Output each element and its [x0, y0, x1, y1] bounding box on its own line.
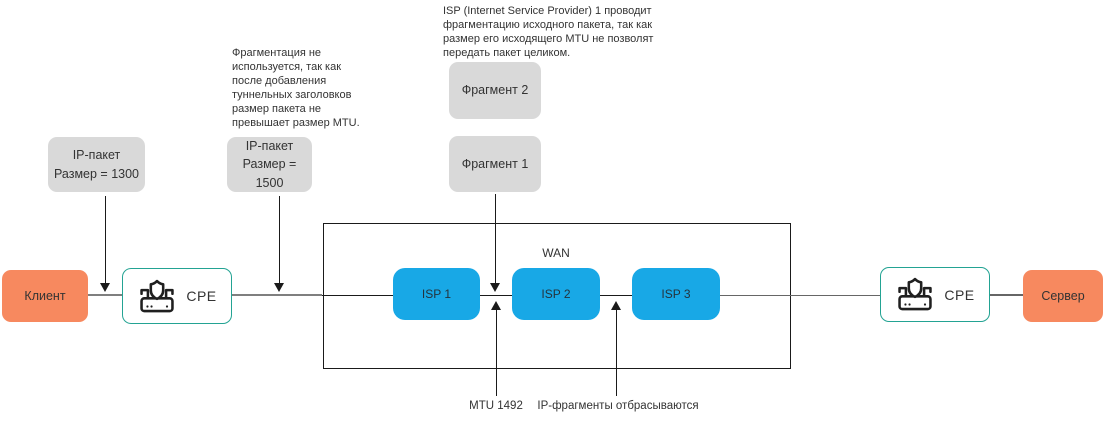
link-isp3-cpe	[720, 294, 880, 296]
link-wan-isp1	[322, 294, 393, 296]
mtu-label: MTU 1492	[469, 400, 523, 412]
annotation-no-fragmentation: Фрагментация не используется, так как по…	[232, 47, 360, 130]
fragments-dropped-label: IP-фрагменты отбрасываются	[537, 400, 699, 412]
isp-1-node: ISP 1	[393, 268, 480, 320]
arrow-line-mtu	[495, 310, 497, 396]
link-cpe-wan	[230, 294, 322, 296]
ip-packet-1300-box: IP-пакет Размер = 1300	[48, 137, 145, 192]
link-isp1-isp2	[480, 294, 512, 296]
fragment-2-box: Фрагмент 2	[449, 62, 541, 119]
arrow-line-packet-1500	[278, 196, 280, 283]
cpe-right-node: CPE	[880, 267, 990, 322]
link-isp2-isp3	[600, 294, 632, 296]
arrowhead-up-fragments-dropped	[611, 301, 621, 310]
wan-label: WAN	[542, 246, 570, 260]
wan-boundary	[323, 223, 791, 369]
isp-2-node: ISP 2	[512, 268, 600, 320]
arrow-line-fragments-dropped	[615, 310, 617, 396]
arrow-line-packet-1300	[104, 196, 106, 283]
cpe-router-icon	[137, 278, 177, 315]
server-node: Сервер	[1023, 270, 1103, 322]
arrowhead-down-packet-1500	[274, 283, 284, 292]
cpe-right-label: CPE	[944, 286, 975, 303]
cpe-left-label: CPE	[186, 288, 217, 304]
annotation-isp-fragmentation: ISP (Internet Service Provider) 1 провод…	[443, 5, 654, 60]
link-client-cpe	[88, 294, 122, 296]
ip-packet-1500-box: IP-пакет Размер = 1500	[227, 137, 312, 192]
arrowhead-down-packet-1300	[100, 283, 110, 292]
arrow-line-fragment-1	[494, 194, 496, 283]
cpe-router-icon	[895, 276, 935, 313]
fragment-1-box: Фрагмент 1	[449, 136, 541, 192]
arrowhead-up-mtu	[491, 301, 501, 310]
link-cpe-server	[988, 294, 1023, 296]
client-node: Клиент	[2, 270, 88, 322]
arrowhead-down-fragment-1	[490, 283, 500, 292]
cpe-left-node: CPE	[122, 268, 232, 324]
isp-3-node: ISP 3	[632, 268, 720, 320]
